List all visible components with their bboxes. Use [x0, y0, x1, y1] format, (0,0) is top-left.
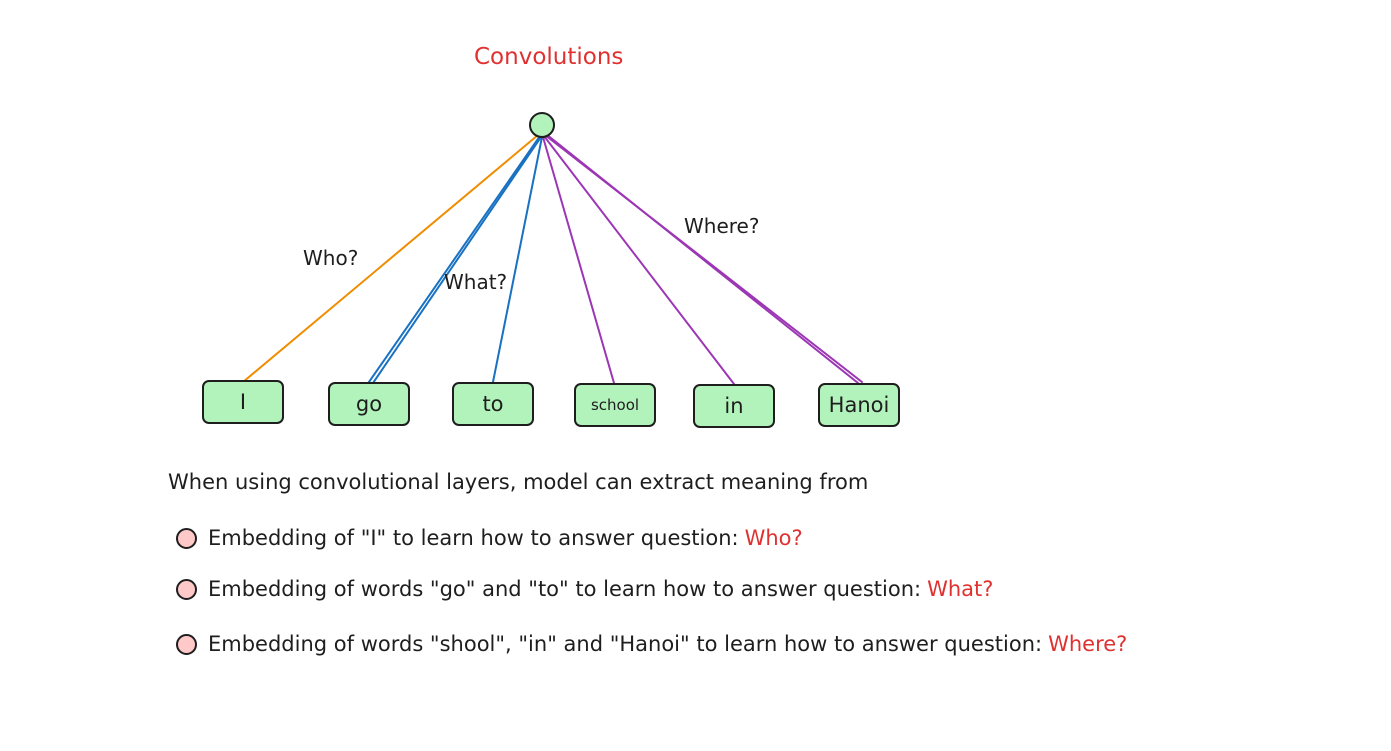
intro-text: When using convolutional layers, model c…: [168, 470, 869, 494]
bullet-question: Where?: [1048, 632, 1128, 656]
edge-where-in: [543, 135, 735, 385]
bullet-text: Embedding of "I" to learn how to answer …: [208, 526, 739, 550]
token-i: I: [202, 380, 284, 424]
edge-where-school: [542, 136, 615, 384]
edge-label-where: Where?: [684, 214, 760, 238]
token-to: to: [452, 382, 534, 426]
bullet-dot: [176, 578, 197, 600]
bullet-dot: [176, 527, 197, 549]
bullet-question: Who?: [744, 526, 803, 550]
bullet-dot: [176, 633, 197, 655]
edge-what-go-2: [372, 136, 542, 384]
bullet-text: Embedding of words "go" and "to" to lear…: [208, 577, 922, 601]
bullet-item-where: Embedding of words "shool", "in" and "Ha…: [176, 632, 1127, 656]
bullet-question: What?: [927, 577, 994, 601]
bullet-item-what: Embedding of words "go" and "to" to lear…: [176, 577, 993, 601]
edge-where-hanoi-2: [545, 133, 859, 384]
convolution-node: [529, 112, 555, 138]
bullet-item-who: Embedding of "I" to learn how to answer …: [176, 526, 803, 550]
edge-label-who: Who?: [303, 246, 359, 270]
edge-label-what: What?: [444, 270, 508, 294]
edge-who-i: [242, 134, 539, 383]
edge-what-to: [492, 136, 543, 383]
edges: [242, 133, 863, 385]
token-hanoi: Hanoi: [818, 383, 900, 427]
diagram-title: Convolutions: [474, 44, 624, 70]
edge-what-go: [368, 135, 541, 383]
token-in: in: [693, 384, 775, 428]
token-school: school: [574, 383, 656, 427]
token-go: go: [328, 382, 410, 426]
bullet-text: Embedding of words "shool", "in" and "Ha…: [208, 632, 1043, 656]
